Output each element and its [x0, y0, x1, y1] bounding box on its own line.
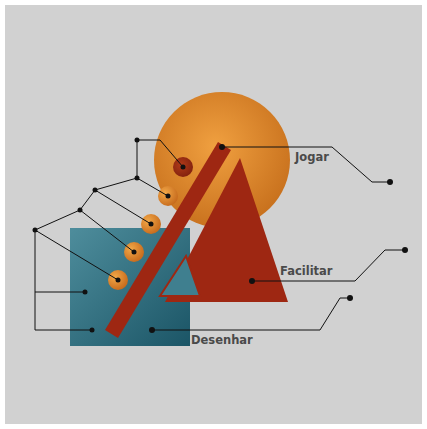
dot: [124, 242, 144, 262]
leader-tree: [35, 140, 183, 330]
label-leader-dots: [149, 144, 408, 333]
leader-dots: [33, 138, 186, 333]
shape-label: Jogar: [295, 150, 329, 164]
inner-triangle: [160, 256, 200, 296]
background-panel: [5, 5, 422, 424]
shape-label: Desenhar: [191, 333, 253, 347]
dot: [173, 157, 193, 177]
dot: [158, 186, 178, 206]
dot: [141, 214, 161, 234]
dot: [108, 270, 128, 290]
shape-label: Facilitar: [280, 264, 333, 278]
diagonal-bar: [105, 142, 231, 338]
label-leaders: [152, 147, 405, 330]
